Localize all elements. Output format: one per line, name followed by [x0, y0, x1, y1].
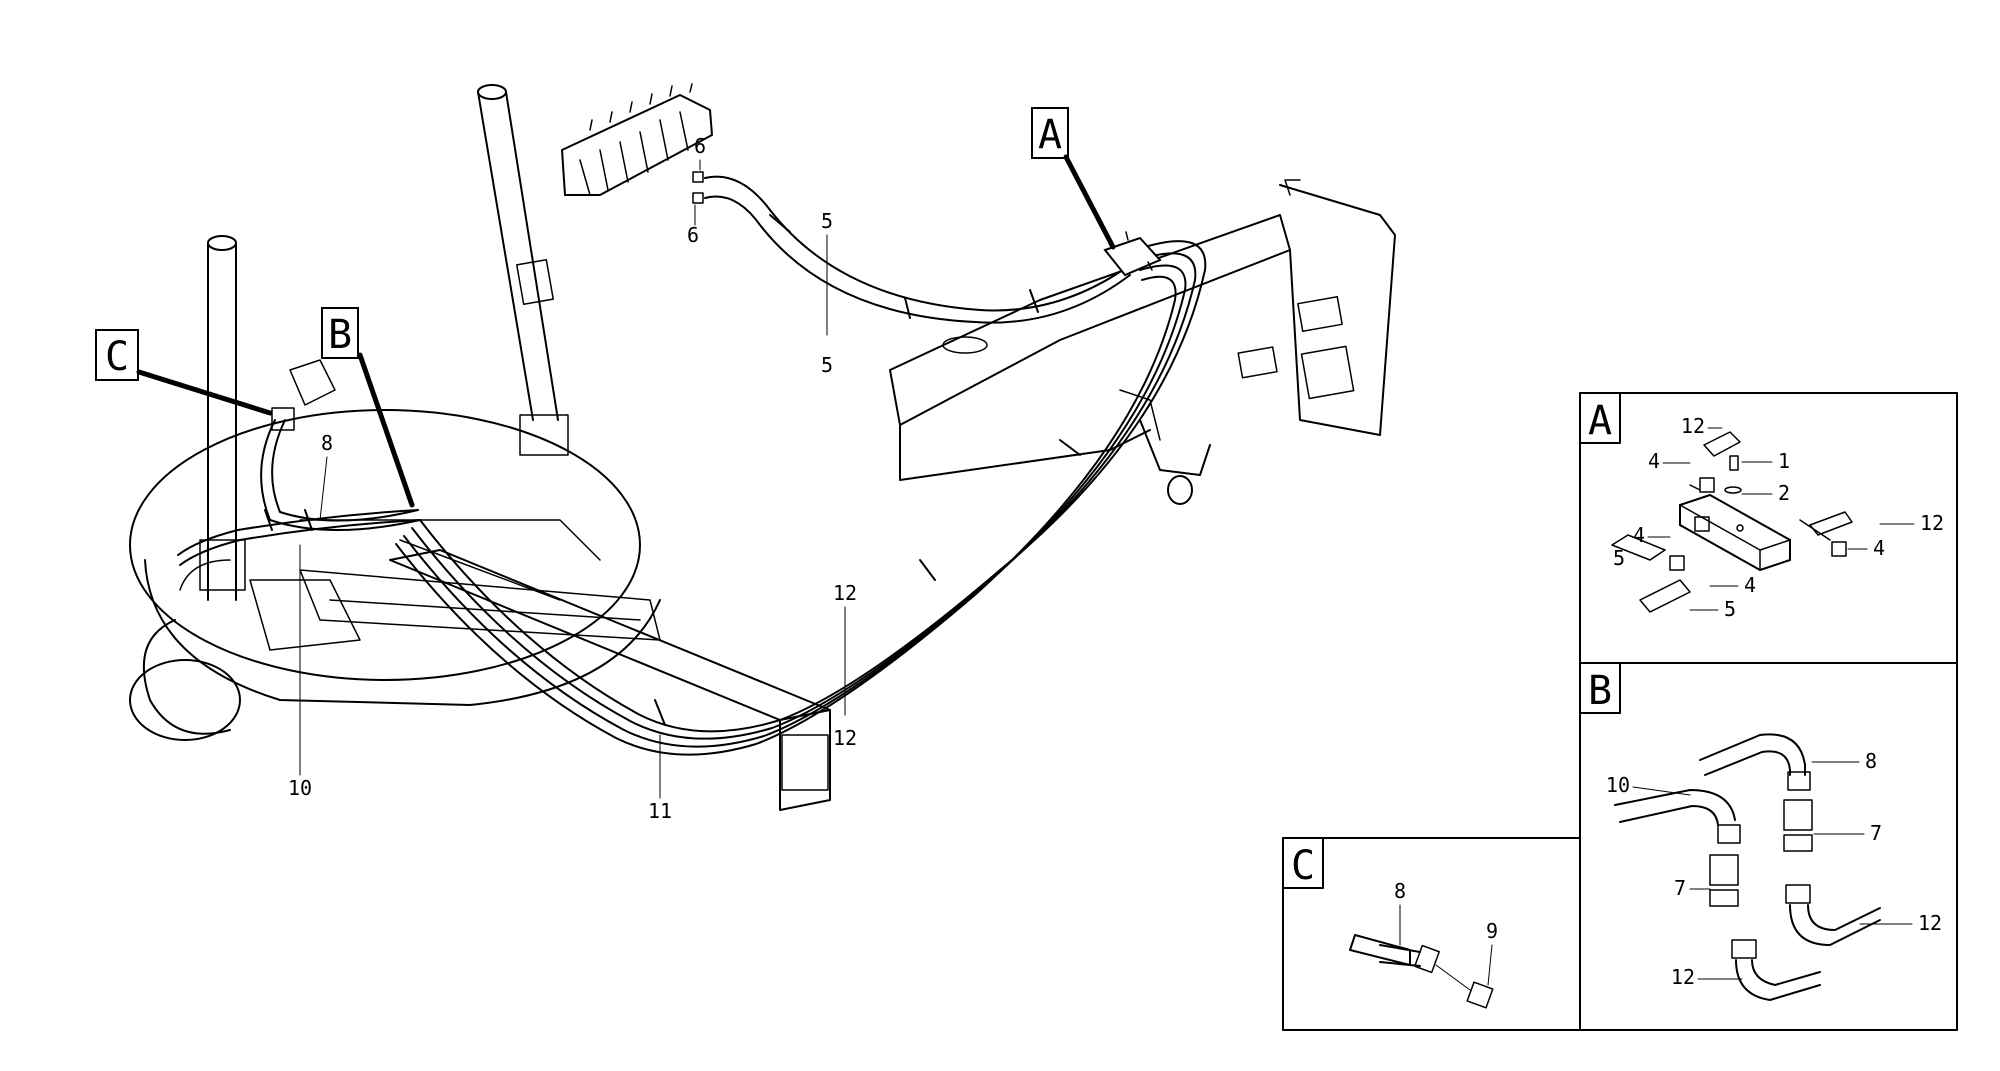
detail-a-label-5-left: 5	[1613, 546, 1625, 570]
hose-bundle-12-11	[395, 240, 1207, 756]
detail-a-label-1: 1	[1778, 449, 1790, 473]
boom-arm	[889, 179, 1396, 505]
detail-a-label-12-right: 12	[1920, 511, 1944, 535]
label-5-upper: 5	[821, 209, 833, 233]
label-8: 8	[321, 431, 333, 455]
detail-b-title: B	[1588, 668, 1612, 714]
detail-b-label-10: 10	[1606, 773, 1630, 797]
label-5-lower: 5	[821, 353, 833, 377]
detail-a-label-12-top: 12	[1681, 414, 1705, 438]
detail-c-title: C	[1291, 843, 1315, 889]
label-11: 11	[648, 799, 672, 823]
detail-a-label-4-right: 4	[1873, 536, 1885, 560]
label-10: 10	[288, 776, 312, 800]
hose-bundle-8-10	[177, 419, 421, 566]
detail-a-title: A	[1588, 398, 1612, 444]
detail-a: A 12 1 4 2 4 12 5 4 4 5	[1588, 398, 1944, 621]
detail-panels	[1282, 392, 1958, 1031]
callout-c: C	[95, 329, 273, 416]
hose-5-upper	[704, 175, 1131, 324]
detail-b-label-7-right: 7	[1870, 821, 1882, 845]
control-valve-bank	[561, 83, 713, 204]
detail-b-label-8: 8	[1865, 749, 1877, 773]
detail-a-label-5-bottom: 5	[1724, 597, 1736, 621]
callout-a-letter: A	[1038, 112, 1062, 158]
detail-c: C 8 9	[1291, 843, 1498, 1009]
main-part-labels: 6 6 5 5 8 10 11 12 12	[288, 134, 857, 823]
detail-a-label-4-bottom: 4	[1744, 573, 1756, 597]
callout-b: B	[321, 307, 415, 508]
hose-clamps	[264, 214, 1081, 726]
detail-b-label-12-left: 12	[1671, 965, 1695, 989]
detail-a-label-4-top: 4	[1648, 449, 1660, 473]
manifold-block-a	[1103, 231, 1162, 277]
label-12-lower: 12	[833, 726, 857, 750]
detail-a-label-4-left: 4	[1633, 523, 1645, 547]
callout-c-letter: C	[105, 334, 129, 380]
callout-a: A	[1031, 107, 1116, 250]
detail-b-label-12-right: 12	[1918, 911, 1942, 935]
label-6-lower: 6	[687, 223, 699, 247]
label-12-upper: 12	[833, 581, 857, 605]
fitting-c	[271, 359, 336, 431]
extension-beam	[389, 539, 831, 811]
right-mast	[477, 84, 569, 456]
detail-a-label-2: 2	[1778, 481, 1790, 505]
detail-b: B 8 10 7 7 12 12	[1588, 668, 1942, 1001]
detail-b-label-7-left: 7	[1674, 876, 1686, 900]
detail-c-label-9: 9	[1486, 919, 1498, 943]
label-6-upper: 6	[694, 134, 706, 158]
detail-c-label-8: 8	[1394, 879, 1406, 903]
callout-b-letter: B	[328, 312, 352, 358]
